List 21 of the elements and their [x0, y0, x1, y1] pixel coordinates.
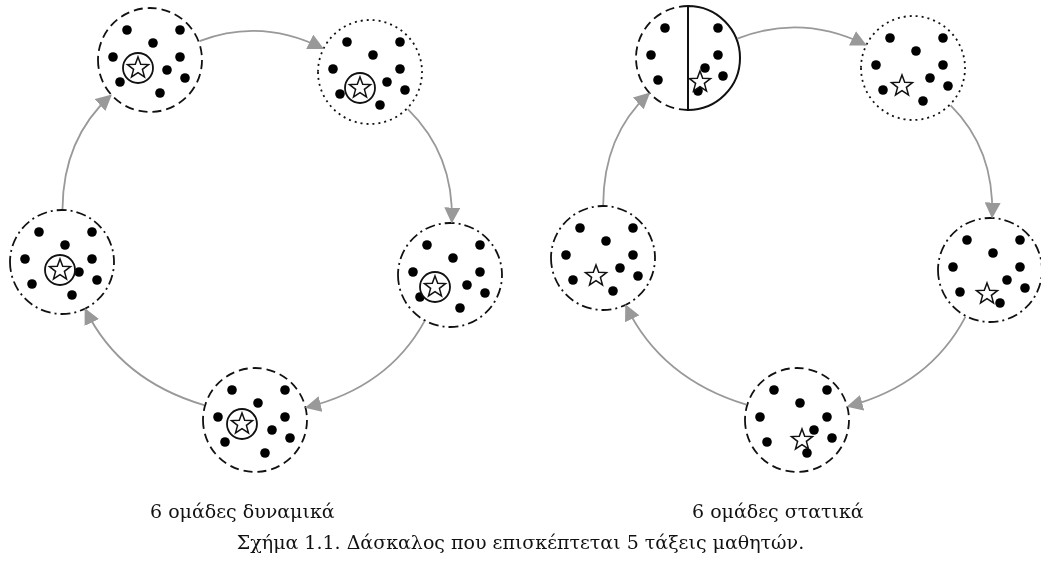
student-group-circle — [9, 209, 115, 315]
student-group-circle — [550, 205, 656, 311]
student-group-circle — [744, 367, 850, 473]
figure-caption: Σχήμα 1.1. Δάσκαλος που επισκέπτεται 5 τάξεις μαθητών. — [235, 531, 806, 553]
student-group-circle — [860, 15, 966, 121]
arrow — [84, 308, 205, 406]
arrow — [602, 92, 651, 206]
arrow — [625, 304, 748, 406]
arrow — [198, 30, 325, 50]
arrow — [846, 316, 967, 410]
student-group-circle — [317, 19, 423, 125]
arrow — [406, 108, 460, 224]
panel-label: 6 ομάδες δυναμικά — [150, 500, 335, 522]
student-group-circle — [202, 367, 308, 473]
panel-label: 6 ομάδες στατικά — [692, 500, 864, 522]
student-group-circle — [97, 7, 203, 113]
arrow — [949, 104, 1001, 219]
arrow — [61, 94, 112, 210]
student-group-circle — [397, 222, 503, 328]
arrow — [736, 26, 867, 47]
arrow — [304, 320, 426, 412]
